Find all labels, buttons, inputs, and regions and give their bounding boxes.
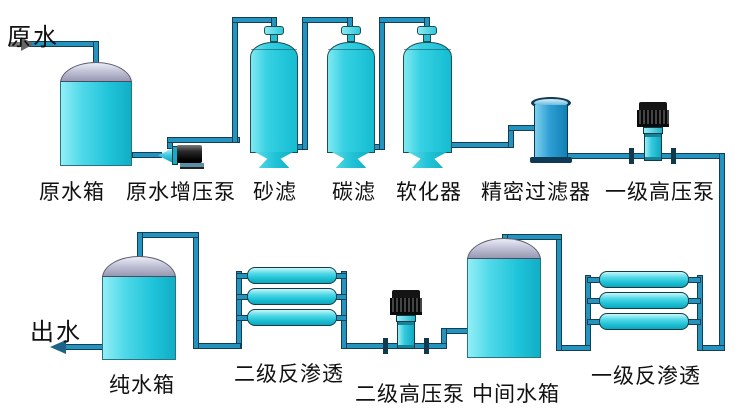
pipe bbox=[302, 17, 353, 23]
label-raw-water-tank: 原水箱 bbox=[39, 181, 105, 204]
ro-membrane bbox=[599, 271, 689, 288]
pipe bbox=[687, 277, 701, 283]
label-softener: 软化器 bbox=[396, 181, 462, 204]
pipe bbox=[379, 17, 430, 23]
pipe bbox=[193, 343, 241, 349]
label-precision-filter: 精密过滤器 bbox=[481, 181, 591, 204]
label-stage1-hp-pump: 一级高压泵 bbox=[605, 181, 715, 204]
label-sand-filter: 砂滤 bbox=[253, 181, 297, 204]
label-outlet-water: 出水 bbox=[30, 319, 82, 346]
ro-membrane bbox=[247, 309, 337, 326]
pipe bbox=[379, 17, 385, 150]
pipe bbox=[697, 275, 703, 351]
ro-membrane bbox=[247, 288, 337, 305]
pipe bbox=[719, 153, 725, 351]
label-stage2-ro: 二级反渗透 bbox=[234, 363, 344, 386]
pipe bbox=[450, 142, 514, 148]
label-stage1-ro: 一级反渗透 bbox=[591, 365, 701, 388]
pipe bbox=[167, 137, 240, 143]
pipe bbox=[132, 152, 162, 158]
pipe bbox=[556, 234, 562, 351]
pipe bbox=[687, 319, 701, 325]
pipe bbox=[585, 275, 591, 351]
ro-membrane bbox=[599, 292, 689, 309]
ro-membrane bbox=[599, 313, 689, 330]
label-stage2-hp-pump: 二级高压泵 bbox=[355, 383, 465, 406]
label-booster-pump: 原水增压泵 bbox=[126, 181, 236, 204]
pipe bbox=[232, 17, 238, 143]
label-intermediate-tank: 中间水箱 bbox=[472, 383, 560, 406]
pipe bbox=[341, 343, 447, 349]
label-pure-water-tank: 纯水箱 bbox=[109, 374, 175, 397]
pipe bbox=[687, 298, 701, 304]
pipe bbox=[341, 271, 347, 349]
pipe bbox=[302, 17, 308, 150]
label-carbon-filter: 碳滤 bbox=[332, 181, 376, 204]
ro-membrane bbox=[247, 267, 337, 284]
pipe bbox=[137, 232, 199, 238]
label-raw-water: 原水 bbox=[7, 24, 59, 51]
pipe bbox=[236, 271, 242, 349]
pipe bbox=[193, 232, 199, 349]
